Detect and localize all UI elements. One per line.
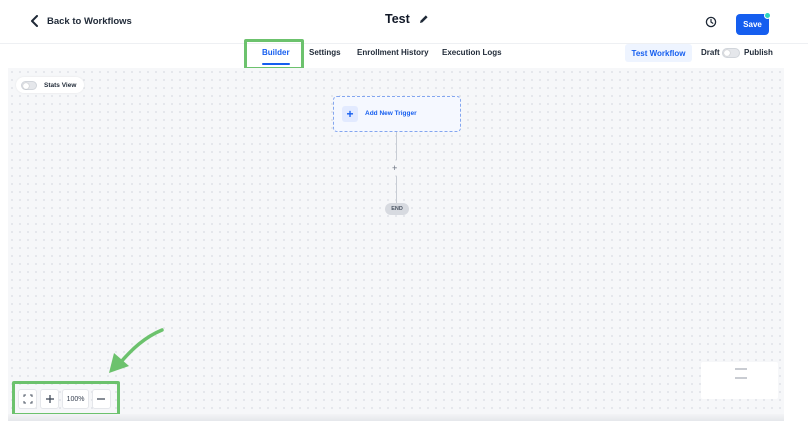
- tab-builder[interactable]: Builder: [262, 44, 290, 68]
- top-header: Back to Workflows Test Save: [0, 0, 808, 44]
- annotation-arrow: [109, 328, 164, 373]
- history-icon[interactable]: [705, 16, 717, 28]
- chevron-left-icon: [31, 15, 38, 27]
- zoom-level: 100%: [62, 389, 89, 409]
- publish-toggle[interactable]: [722, 48, 740, 58]
- notification-dot: [764, 12, 771, 19]
- save-button[interactable]: Save: [736, 14, 769, 35]
- fit-view-icon: [23, 394, 33, 404]
- end-node: END: [385, 203, 409, 215]
- workflow-title-group: Test: [385, 12, 429, 26]
- tab-enrollment-history[interactable]: Enrollment History: [357, 48, 429, 57]
- add-new-trigger-node[interactable]: + Add New Trigger: [333, 96, 461, 132]
- stats-view-toggle-group[interactable]: Stats View: [16, 77, 85, 93]
- back-to-workflows-link[interactable]: Back to Workflows: [30, 15, 132, 27]
- connector-line: [396, 176, 397, 203]
- workflow-canvas[interactable]: [8, 68, 784, 420]
- active-tab-indicator: [262, 63, 290, 65]
- canvas-bottom-edge: [8, 414, 784, 421]
- add-new-trigger-label: Add New Trigger: [365, 110, 417, 117]
- zoom-in-button[interactable]: [40, 389, 60, 409]
- add-icon: +: [342, 106, 358, 122]
- fit-view-button[interactable]: [18, 389, 38, 409]
- minimap-node: [735, 368, 747, 370]
- add-step-button[interactable]: +: [392, 163, 398, 173]
- connector-line: [396, 132, 397, 160]
- zoom-out-button[interactable]: [91, 389, 111, 409]
- minimap[interactable]: [701, 362, 778, 399]
- tab-execution-logs[interactable]: Execution Logs: [442, 48, 502, 57]
- tab-settings[interactable]: Settings: [309, 48, 341, 57]
- test-workflow-button[interactable]: Test Workflow: [625, 44, 692, 62]
- builder-tab-highlight: [244, 39, 304, 70]
- stats-view-toggle[interactable]: [21, 80, 37, 90]
- zoom-in-icon: [45, 395, 54, 403]
- zoom-controls: 100%: [18, 388, 114, 410]
- publish-label: Publish: [744, 48, 773, 57]
- stats-view-label: Stats View: [44, 81, 77, 89]
- minimap-node: [735, 377, 747, 379]
- tab-builder-label: Builder: [262, 48, 290, 57]
- workflow-title: Test: [385, 12, 410, 26]
- back-label: Back to Workflows: [47, 15, 132, 27]
- draft-label: Draft: [701, 48, 720, 57]
- zoom-out-icon: [97, 398, 106, 400]
- pencil-icon[interactable]: [419, 14, 429, 24]
